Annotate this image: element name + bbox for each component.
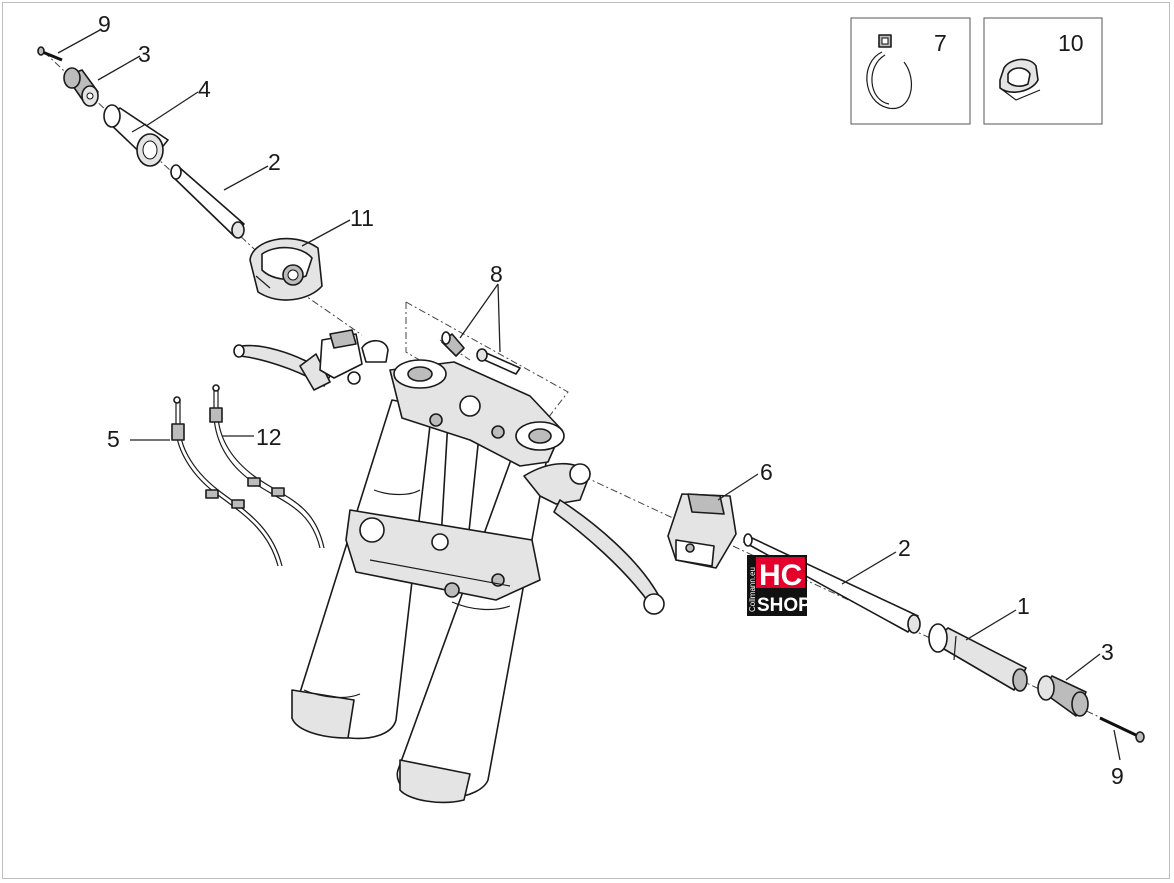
callout-6: 6 [760, 459, 773, 485]
axis-lines [43, 51, 1141, 737]
callout-labels: 9 3 4 2 11 8 5 12 6 2 1 3 9 [98, 11, 1124, 789]
bar-end-weight-3-top [63, 67, 99, 107]
screw-9-right [1099, 716, 1145, 743]
screw-9-top [37, 46, 63, 62]
handlebar-tube-2-top [170, 164, 245, 239]
callout-2-right: 2 [898, 535, 911, 561]
front-fork-assembly [291, 359, 565, 804]
callout-1: 1 [1017, 593, 1030, 619]
inset-box-10: 10 [983, 17, 1103, 125]
switch-housing-6 [667, 493, 737, 569]
callout-4: 4 [198, 76, 211, 102]
logo-hc-text: HC [759, 559, 802, 592]
callout-8: 8 [490, 261, 503, 287]
lever-right [523, 463, 665, 615]
screw-8-long [476, 348, 521, 375]
callout-12: 12 [256, 424, 282, 450]
callout-5: 5 [107, 426, 120, 452]
cable-tie-part [866, 34, 913, 109]
callout-3-right: 3 [1101, 639, 1114, 665]
brake-lever-left [233, 329, 389, 391]
leader-lines [57, 29, 1121, 761]
callout-3-top: 3 [138, 41, 151, 67]
logo-side-text: Collmann.eu [748, 567, 757, 612]
callout-2-top: 2 [268, 149, 281, 175]
cable-5 [171, 396, 283, 567]
bar-end-weight-3-right [1037, 675, 1089, 717]
clip-part [999, 58, 1041, 101]
logo-red-block [756, 557, 805, 588]
inset-box-7: 7 [850, 17, 971, 125]
grip-4 [103, 104, 169, 167]
callout-10: 10 [1058, 30, 1084, 56]
screw-8-short [441, 331, 465, 357]
logo-shop-text: SHOP [757, 595, 811, 616]
grip-1 [928, 623, 1028, 692]
callout-7: 7 [934, 30, 947, 56]
cable-12 [209, 384, 325, 549]
callout-11: 11 [350, 205, 374, 231]
hc-shop-logo: HC SHOP Collmann.eu [747, 555, 811, 616]
callout-9-top: 9 [98, 11, 111, 37]
callout-9-right: 9 [1111, 763, 1124, 789]
switch-housing-11 [249, 237, 323, 301]
